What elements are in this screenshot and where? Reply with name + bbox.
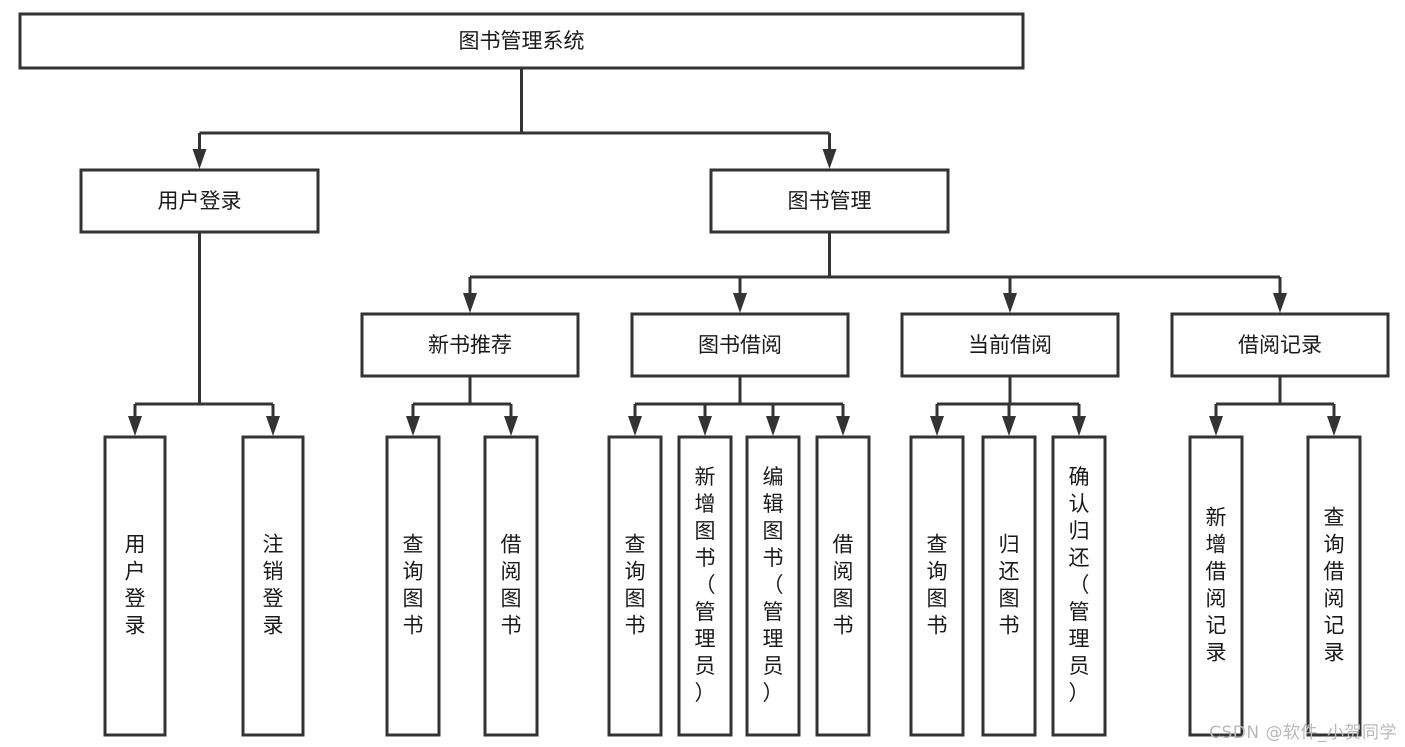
node-label-borrow-book-1: 借阅图书: [501, 533, 522, 638]
arrow-head-icon: [504, 416, 518, 436]
node-box-borrow-record: [1170, 312, 1390, 378]
node-edit-book-admin[interactable]: 编辑图书（管理员）: [745, 435, 801, 737]
arrow-head-icon: [698, 416, 712, 436]
node-box-query-book-3: [909, 435, 965, 737]
node-borrow-record[interactable]: 借阅记录: [1170, 312, 1390, 378]
node-box-user-login-leaf: [103, 435, 167, 737]
node-box-book-borrow: [630, 312, 850, 378]
node-return-book[interactable]: 归还图书: [981, 435, 1037, 737]
node-label-user-login-leaf: 用户登录: [125, 533, 146, 638]
node-query-book-1[interactable]: 查询图书: [385, 435, 441, 737]
node-label-return-book: 归还图书: [999, 533, 1020, 638]
node-add-borrow-record[interactable]: 新增借阅记录: [1188, 435, 1244, 737]
node-box-add-book-admin: [677, 435, 733, 737]
node-borrow-book-1[interactable]: 借阅图书: [483, 435, 539, 737]
node-user-login-leaf[interactable]: 用户登录: [103, 435, 167, 737]
node-confirm-return-admin[interactable]: 确认归还（管理员）: [1051, 435, 1107, 737]
node-root[interactable]: 图书管理系统: [18, 12, 1025, 70]
arrow-head-icon: [463, 293, 477, 313]
node-borrow-book-2[interactable]: 借阅图书: [815, 435, 871, 737]
node-user-logout-leaf[interactable]: 注销登录: [241, 435, 305, 737]
node-book-borrow[interactable]: 图书借阅: [630, 312, 850, 378]
node-label-add-borrow-record: 新增借阅记录: [1206, 506, 1227, 665]
arrow-head-icon: [733, 293, 747, 313]
arrow-head-icon: [192, 149, 207, 169]
arrow-head-icon: [128, 416, 142, 436]
node-box-current-borrow: [900, 312, 1120, 378]
node-query-book-2[interactable]: 查询图书: [607, 435, 663, 737]
node-label-query-book-3: 查询图书: [927, 533, 948, 638]
node-box-user-logout-leaf: [241, 435, 305, 737]
node-label-user-logout-leaf: 注销登录: [263, 533, 284, 638]
tree-layer: 图书管理系统用户登录图书管理用户登录注销登录新书推荐查询图书借阅图书图书借阅查询…: [18, 12, 1390, 737]
node-box-user-login: [79, 168, 320, 234]
arrow-head-icon: [1002, 416, 1016, 436]
node-label-add-book-admin: 新增图书（管理员）: [695, 465, 716, 705]
node-query-borrow-record[interactable]: 查询借阅记录: [1306, 435, 1362, 737]
node-label-edit-book-admin: 编辑图书（管理员）: [763, 465, 784, 705]
node-box-borrow-book-2: [815, 435, 871, 737]
node-add-book-admin[interactable]: 新增图书（管理员）: [677, 435, 733, 737]
node-label-current-borrow: 当前借阅: [968, 333, 1052, 357]
arrow-head-icon: [1273, 293, 1287, 313]
node-label-book-manage: 图书管理: [788, 189, 872, 213]
arrow-head-icon: [930, 416, 944, 436]
arrow-head-icon: [766, 416, 780, 436]
node-label-confirm-return-admin: 确认归还（管理员）: [1069, 465, 1090, 705]
arrow-head-icon: [1003, 293, 1017, 313]
node-label-query-book-1: 查询图书: [403, 533, 424, 638]
node-box-confirm-return-admin: [1051, 435, 1107, 737]
node-label-root: 图书管理系统: [459, 29, 585, 53]
node-label-user-login: 用户登录: [158, 189, 242, 213]
arrow-head-icon: [266, 416, 280, 436]
node-query-book-3[interactable]: 查询图书: [909, 435, 965, 737]
node-book-manage[interactable]: 图书管理: [709, 168, 950, 234]
node-box-root: [18, 12, 1025, 70]
node-box-query-book-1: [385, 435, 441, 737]
arrow-head-icon: [822, 149, 837, 169]
node-new-book-recommend[interactable]: 新书推荐: [360, 312, 580, 378]
node-user-login[interactable]: 用户登录: [79, 168, 320, 234]
node-label-query-borrow-record: 查询借阅记录: [1324, 506, 1345, 665]
node-label-borrow-book-2: 借阅图书: [833, 533, 854, 638]
watermark-label: CSDN @软件_小贺同学: [1209, 723, 1397, 743]
node-current-borrow[interactable]: 当前借阅: [900, 312, 1120, 378]
node-label-book-borrow: 图书借阅: [698, 333, 782, 357]
arrow-head-icon: [1209, 416, 1223, 436]
node-label-query-book-2: 查询图书: [625, 533, 646, 638]
node-box-new-book-recommend: [360, 312, 580, 378]
node-box-query-borrow-record: [1306, 435, 1362, 737]
arrow-head-icon: [1072, 416, 1086, 436]
node-box-borrow-book-1: [483, 435, 539, 737]
arrow-head-icon: [406, 416, 420, 436]
node-label-new-book-recommend: 新书推荐: [428, 333, 512, 357]
node-label-borrow-record: 借阅记录: [1238, 333, 1322, 357]
node-box-add-borrow-record: [1188, 435, 1244, 737]
node-box-query-book-2: [607, 435, 663, 737]
arrow-head-icon: [836, 416, 850, 436]
arrow-head-icon: [1327, 416, 1341, 436]
arrow-head-icon: [628, 416, 642, 436]
node-box-edit-book-admin: [745, 435, 801, 737]
node-box-return-book: [981, 435, 1037, 737]
node-box-book-manage: [709, 168, 950, 234]
